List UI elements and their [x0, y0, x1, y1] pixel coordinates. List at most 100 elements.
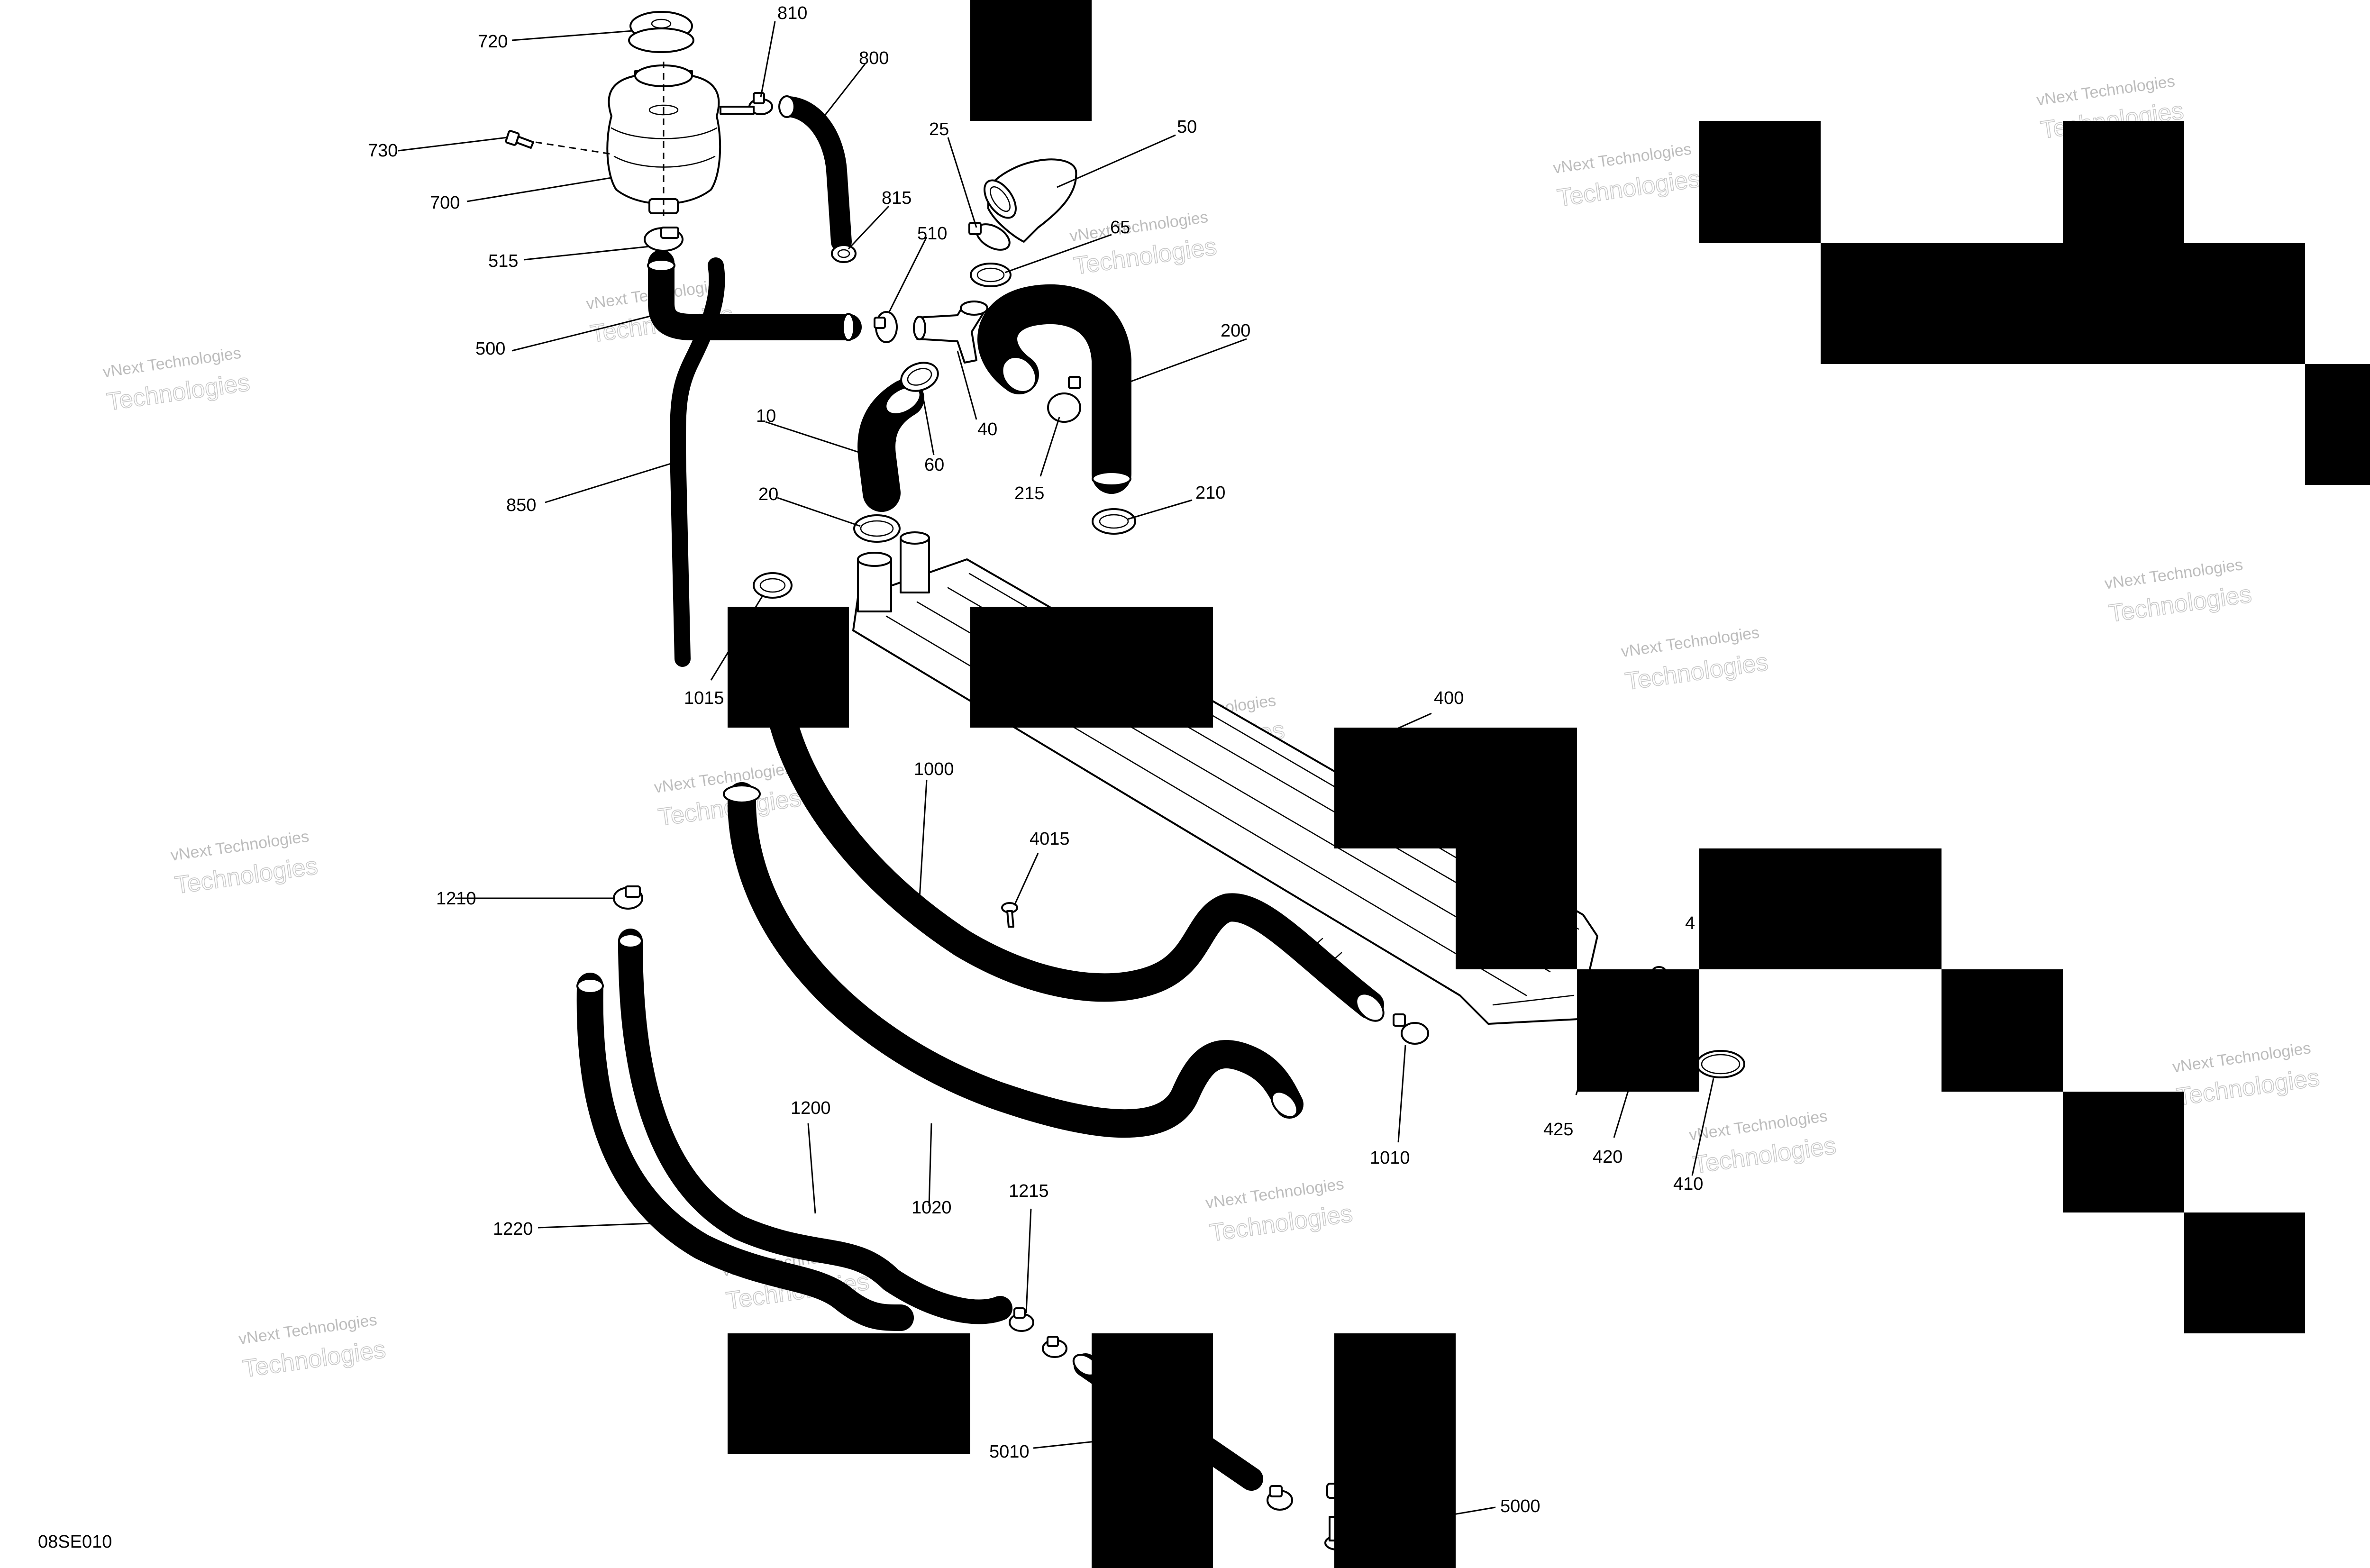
hose-clamp — [1267, 1485, 1293, 1511]
callout-1200: 1200 — [791, 1098, 831, 1118]
callout-720: 720 — [478, 32, 508, 52]
callout-425: 425 — [1543, 1120, 1573, 1140]
hose-clamp — [831, 244, 857, 263]
redaction-block — [2063, 1092, 2184, 1212]
callout-810: 810 — [777, 3, 807, 23]
redaction-block — [970, 0, 1092, 121]
hose-clamp — [1092, 508, 1136, 535]
redaction-block — [728, 607, 849, 728]
callout-1010: 1010 — [1370, 1148, 1410, 1168]
hose-clamp — [644, 227, 684, 252]
callout-5010: 5010 — [989, 1442, 1030, 1462]
redaction-block — [2305, 364, 2370, 485]
callout-510: 510 — [917, 224, 947, 244]
callout-730: 730 — [368, 141, 398, 161]
hose-clamp — [1047, 376, 1081, 423]
callout-1215: 1215 — [1009, 1181, 1049, 1201]
hose-clamp — [853, 514, 901, 543]
callout-420: 420 — [1593, 1147, 1623, 1167]
redaction-block — [1456, 848, 1577, 969]
callout-4015: 4015 — [1030, 829, 1070, 849]
callout-1000: 1000 — [914, 759, 954, 779]
redaction-block — [1699, 121, 1821, 243]
hose-clamp — [1393, 1013, 1429, 1045]
hose-clamp — [1042, 1336, 1067, 1358]
redaction-block — [1334, 1333, 1456, 1568]
elbow-hose — [984, 158, 1077, 243]
redaction-block — [1942, 969, 2063, 1092]
callout-65: 65 — [1110, 218, 1130, 237]
u-hose — [977, 284, 1131, 494]
redaction-block — [1699, 848, 1942, 969]
redaction-block — [2184, 1212, 2305, 1333]
t-fitting — [913, 301, 988, 364]
hose-clamp — [720, 92, 773, 115]
hose-clamp — [1009, 1307, 1034, 1332]
callout-210: 210 — [1195, 483, 1225, 503]
drawing-code: 08SE010 — [38, 1532, 112, 1552]
hose-clamp — [970, 263, 1012, 287]
screw — [505, 130, 534, 149]
lower-elbow-hose — [857, 379, 924, 512]
redaction-block — [728, 1333, 970, 1454]
callout-700: 700 — [430, 193, 460, 213]
hose-clamp — [874, 311, 898, 343]
callout-200: 200 — [1221, 321, 1250, 341]
callout-1210: 1210 — [436, 889, 476, 909]
callout-815: 815 — [882, 188, 912, 208]
hose-end — [842, 313, 855, 341]
hose-clamp — [613, 885, 643, 910]
callout-215: 215 — [1014, 483, 1044, 503]
callout-50: 50 — [1177, 117, 1197, 137]
callout-500: 500 — [475, 339, 505, 359]
drain-hose — [618, 929, 1012, 1324]
callout-20: 20 — [758, 484, 778, 504]
hose-clamp — [753, 572, 793, 599]
callout-1015: 1015 — [684, 688, 724, 708]
drain-hose — [576, 973, 914, 1331]
hose-end — [778, 95, 795, 118]
reservoir-cap — [628, 11, 694, 53]
callout-1220: 1220 — [493, 1219, 533, 1239]
redaction-block — [1577, 969, 1699, 1092]
callout-60: 60 — [924, 455, 944, 475]
expansion-tank — [606, 64, 721, 214]
callout-25: 25 — [929, 119, 949, 139]
screw — [1001, 902, 1018, 928]
callout-5000: 5000 — [1500, 1496, 1540, 1516]
callout-515: 515 — [488, 251, 518, 271]
callout-40: 40 — [977, 419, 997, 439]
screw-centerline — [535, 141, 612, 155]
redaction-block — [1334, 728, 1577, 848]
callout-850: 850 — [506, 495, 536, 515]
long-hose — [723, 782, 1304, 1138]
callout-labels: 720 810 800 730 700 815 515 510 500 850 … — [38, 3, 1703, 1552]
hose-clamp — [968, 222, 1011, 251]
redaction-block — [970, 607, 1213, 728]
redaction-block — [2063, 121, 2184, 243]
callout-1020: 1020 — [912, 1198, 952, 1218]
redaction-blocks — [728, 0, 2370, 1568]
callout-410: 410 — [1673, 1174, 1703, 1194]
callout-800: 800 — [859, 48, 889, 68]
hose-end — [647, 259, 675, 272]
redaction-block — [1821, 243, 2305, 364]
callout-400: 400 — [1434, 688, 1464, 708]
hose-clamp — [900, 362, 939, 392]
callout-10: 10 — [756, 406, 776, 426]
long-hose — [763, 668, 1385, 1022]
callout-4x: 4 — [1685, 913, 1695, 933]
redaction-block — [1092, 1333, 1213, 1568]
